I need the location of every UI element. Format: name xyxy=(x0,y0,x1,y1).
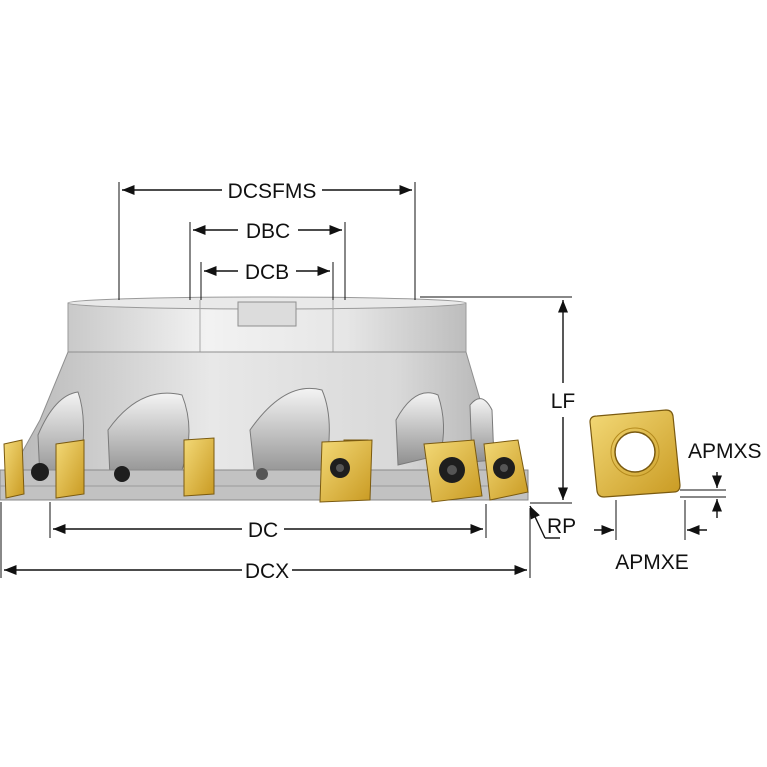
dim-apmxs: APMXS xyxy=(680,440,762,518)
insert-face-view xyxy=(589,409,681,498)
insert-6 xyxy=(423,439,483,503)
dim-apmxe: APMXE xyxy=(594,500,707,574)
label-apmxs: APMXS xyxy=(688,440,762,463)
label-apmxe: APMXE xyxy=(615,551,689,574)
dim-dcb: DCB xyxy=(200,261,334,300)
screw-2 xyxy=(114,466,130,482)
label-rp: RP xyxy=(547,515,576,538)
cutter-keyway xyxy=(237,301,297,327)
label-dcb: DCB xyxy=(245,261,289,284)
insert-2 xyxy=(55,439,85,499)
screw-1 xyxy=(31,463,49,481)
dim-dcsfms: DCSFMS xyxy=(118,180,416,300)
dim-dc: DC xyxy=(49,502,487,542)
insert-7 xyxy=(483,439,529,501)
insert-3 xyxy=(183,437,215,497)
screw-3 xyxy=(256,468,268,480)
insert-hole xyxy=(614,431,656,473)
dim-dbc: DBC xyxy=(189,220,346,300)
label-dbc: DBC xyxy=(246,220,290,243)
dim-rp: RP xyxy=(529,505,576,539)
dim-dcx: DCX xyxy=(0,502,531,583)
inserts xyxy=(3,437,529,503)
insert-1 xyxy=(3,439,25,499)
label-dcsfms: DCSFMS xyxy=(228,180,317,203)
dim-lf: LF xyxy=(420,296,576,504)
cutter-body xyxy=(0,296,529,501)
insert-5 xyxy=(319,439,373,503)
label-dcx: DCX xyxy=(245,560,289,583)
insert-hole-bevel xyxy=(610,427,660,477)
label-dc: DC xyxy=(248,519,278,542)
label-lf: LF xyxy=(551,390,576,413)
